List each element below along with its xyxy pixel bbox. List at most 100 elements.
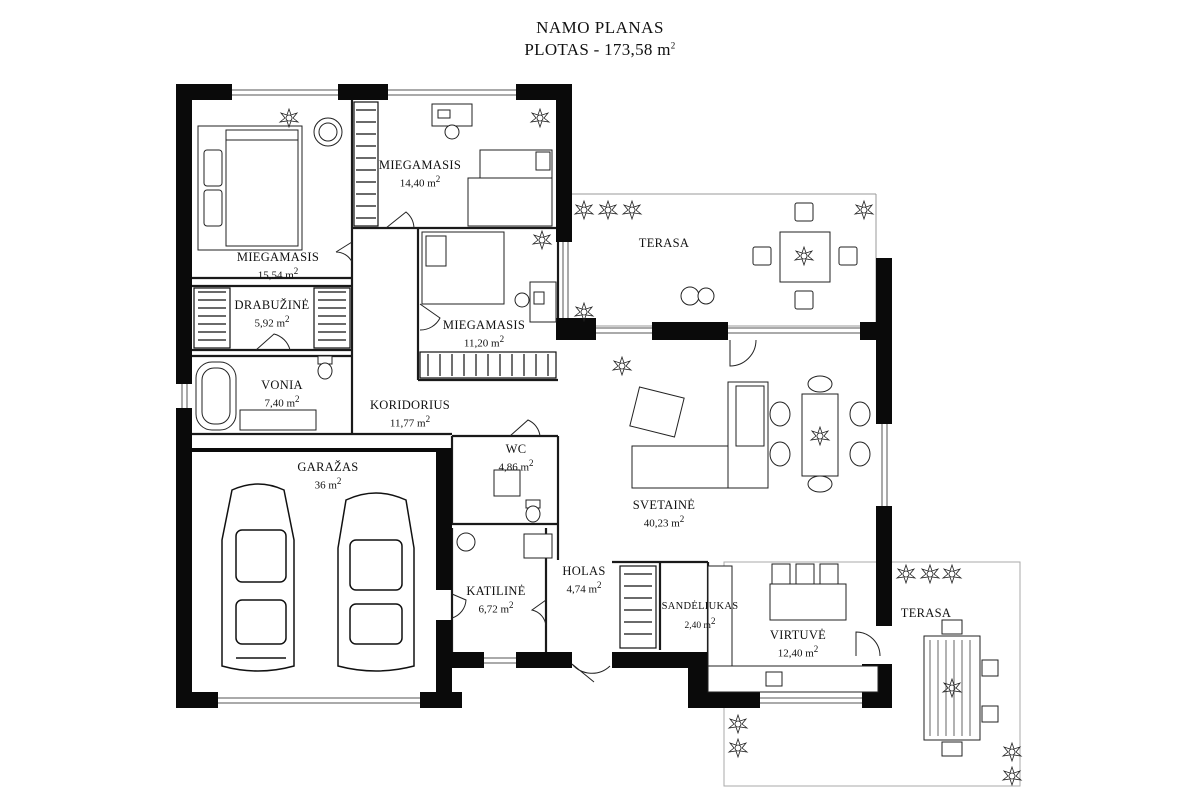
plant-icon (574, 200, 594, 220)
exterior-walls (176, 84, 892, 708)
terrace-chair (794, 202, 814, 222)
room-area: 14,40 m (399, 177, 436, 190)
terrace-name: TERASA (638, 236, 690, 250)
room-area: 40,23 m (643, 517, 680, 530)
sofa (631, 381, 769, 489)
bathtub (195, 361, 237, 431)
terrace-table-top (779, 231, 831, 283)
doors (255, 211, 881, 683)
room-area-sup: 2 (295, 394, 300, 404)
terrace-chair (794, 290, 814, 310)
armchair-bedroom (313, 117, 343, 147)
plan-area-sup: 2 (670, 40, 676, 51)
room-label-sandeliukas: SANDĖLIUKAS 2,40 m2 (662, 600, 739, 633)
room-label-miegamasis-3: MIEGAMASIS 11,20 m2 (443, 318, 525, 351)
plant-icon (279, 108, 299, 128)
room-area-sup: 2 (425, 414, 431, 424)
coffee-table (629, 386, 685, 438)
room-area-sup: 2 (529, 458, 534, 468)
plan-title: NAMO PLANAS (536, 18, 664, 37)
plant-icon (920, 564, 940, 584)
terrace-armchair (680, 286, 715, 306)
bed-single-3 (421, 231, 505, 305)
plant-icon (612, 356, 632, 376)
terrace-label-2: TERASA (901, 606, 951, 620)
boiler (456, 532, 553, 559)
room-label-miegamasis-2: MIEGAMASIS 14,40 m2 (379, 158, 461, 191)
car-right (337, 492, 415, 672)
plant-icon (896, 564, 916, 584)
room-area-sup: 2 (336, 476, 342, 486)
room-name: VONIA (261, 378, 303, 392)
room-area-sup: 2 (293, 266, 299, 276)
room-area-sup: 2 (679, 514, 685, 524)
bed-single-2 (467, 149, 553, 227)
room-label-holas: HOLAS 4,74 m2 (562, 564, 605, 597)
room-label-garazas: GARAŽAS 36 m2 (297, 460, 358, 493)
room-name: WC (505, 442, 527, 456)
room-area: 15,54 m (257, 269, 294, 282)
interior-walls (192, 100, 710, 664)
room-label-wc: WC 4,86 m2 (498, 442, 533, 475)
plant-icon (728, 738, 748, 758)
room-area: 7,40 m (264, 397, 296, 410)
plant-icon (728, 714, 748, 734)
room-label-svetaine: SVETAINĖ 40,23 m2 (633, 498, 696, 531)
wardrobe-right (313, 287, 351, 349)
plant-icon (622, 200, 642, 220)
room-area: 5,92 m (254, 317, 286, 330)
plant-icon (1002, 766, 1022, 786)
room-area: 11,77 m (389, 417, 426, 430)
room-label-vonia: VONIA 7,40 m2 (261, 378, 303, 411)
room-area-sup: 2 (435, 174, 441, 184)
room-area-sup: 2 (285, 314, 290, 324)
room-label-drabuzine: DRABUŽINĖ 5,92 m2 (235, 298, 310, 331)
wardrobe-bedroom3 (419, 351, 557, 379)
room-area-sup: 2 (813, 644, 819, 654)
room-name: SANDĖLIUKAS (661, 601, 739, 612)
wardrobe-left (193, 287, 231, 349)
terrace-chair (752, 246, 772, 266)
wardrobe-bedroom2 (353, 101, 379, 227)
plant-icon (854, 200, 874, 220)
room-name: KORIDORIUS (369, 398, 451, 412)
plant-icon (942, 564, 962, 584)
toilet-bath (317, 355, 333, 380)
room-name: DRABUŽINĖ (234, 298, 310, 312)
room-area: 11,20 m (463, 337, 500, 350)
plant-icon (532, 230, 552, 250)
car-left (221, 483, 295, 672)
room-area: 12,40 m (777, 647, 814, 660)
plant-icon (598, 200, 618, 220)
kitchen-counter (707, 563, 879, 693)
room-name: MIEGAMASIS (442, 318, 526, 332)
desk-bedroom3 (514, 281, 557, 323)
bed-double (197, 125, 303, 251)
room-area-sup: 2 (499, 334, 505, 344)
room-label-miegamasis-1: MIEGAMASIS 15,54 m2 (237, 250, 319, 283)
room-area: 2,40 m (684, 621, 711, 632)
wc-fixtures (493, 469, 541, 523)
room-area: 4,74 m (566, 583, 598, 596)
room-area-sup: 2 (597, 580, 602, 590)
plant-icon (530, 108, 550, 128)
windows (181, 89, 888, 704)
room-area-sup: 2 (710, 616, 716, 626)
terrace-name: TERASA (900, 606, 952, 620)
room-label-katiline: KATILINĖ 6,72 m2 (466, 584, 525, 617)
terrace-chair (838, 246, 858, 266)
plan-area: PLOTAS - 173,58 m2 (0, 40, 1200, 60)
room-name: KATILINĖ (466, 584, 526, 598)
room-label-virtuve: VIRTUVĖ 12,40 m2 (770, 628, 826, 661)
room-name: MIEGAMASIS (236, 250, 320, 264)
desk-bedroom2 (431, 103, 473, 140)
room-name: MIEGAMASIS (378, 158, 462, 172)
room-area: 36 m (314, 479, 337, 492)
room-name: HOLAS (562, 564, 606, 578)
room-area-sup: 2 (509, 600, 514, 610)
terrace-label-1: TERASA (639, 236, 689, 250)
room-area: 6,72 m (478, 603, 510, 616)
room-area: 4,86 m (498, 461, 530, 474)
room-name: GARAŽAS (297, 460, 359, 474)
